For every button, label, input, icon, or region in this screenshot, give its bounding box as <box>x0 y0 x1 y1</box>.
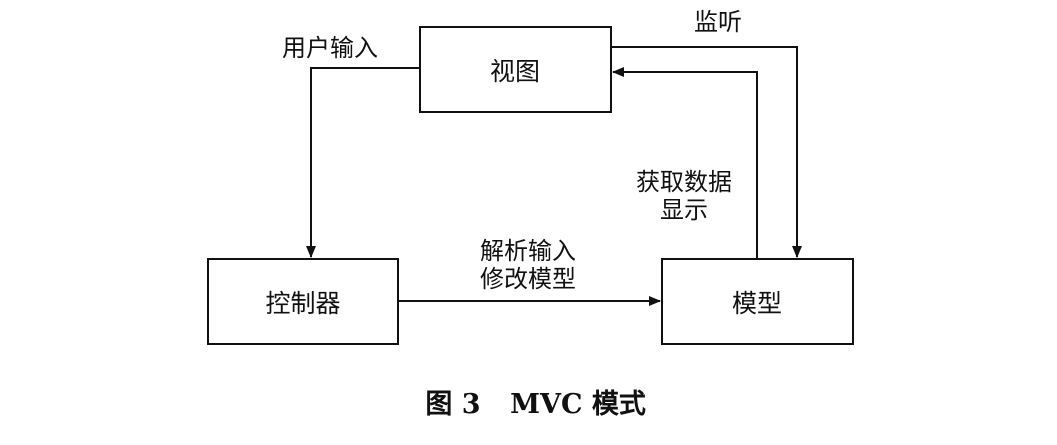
edge-view-to-model <box>611 46 802 258</box>
edge-view-to-controller <box>306 67 420 258</box>
model-node: 模型 <box>661 258 854 345</box>
view-box <box>419 26 612 113</box>
parse-input-label: 解析输入 <box>480 237 576 265</box>
controller-label: 控制器 <box>265 289 340 318</box>
figure-caption: 图 3 MVC 模式 <box>425 389 645 420</box>
controller-node: 控制器 <box>207 258 399 345</box>
view-node: 视图 <box>419 26 612 113</box>
figure-title: MVC 模式 <box>510 389 646 420</box>
listen-label: 监听 <box>694 8 742 36</box>
display-label: 显示 <box>660 196 708 224</box>
view-label: 视图 <box>490 57 540 86</box>
user-input-label: 用户输入 <box>282 34 378 62</box>
figure-number: 图 3 <box>425 389 480 420</box>
edge-model-to-view <box>612 67 758 259</box>
get-data-label: 获取数据 <box>636 168 732 196</box>
controller-box <box>207 258 399 345</box>
model-label: 模型 <box>732 289 782 318</box>
modify-model-label: 修改模型 <box>480 265 576 293</box>
